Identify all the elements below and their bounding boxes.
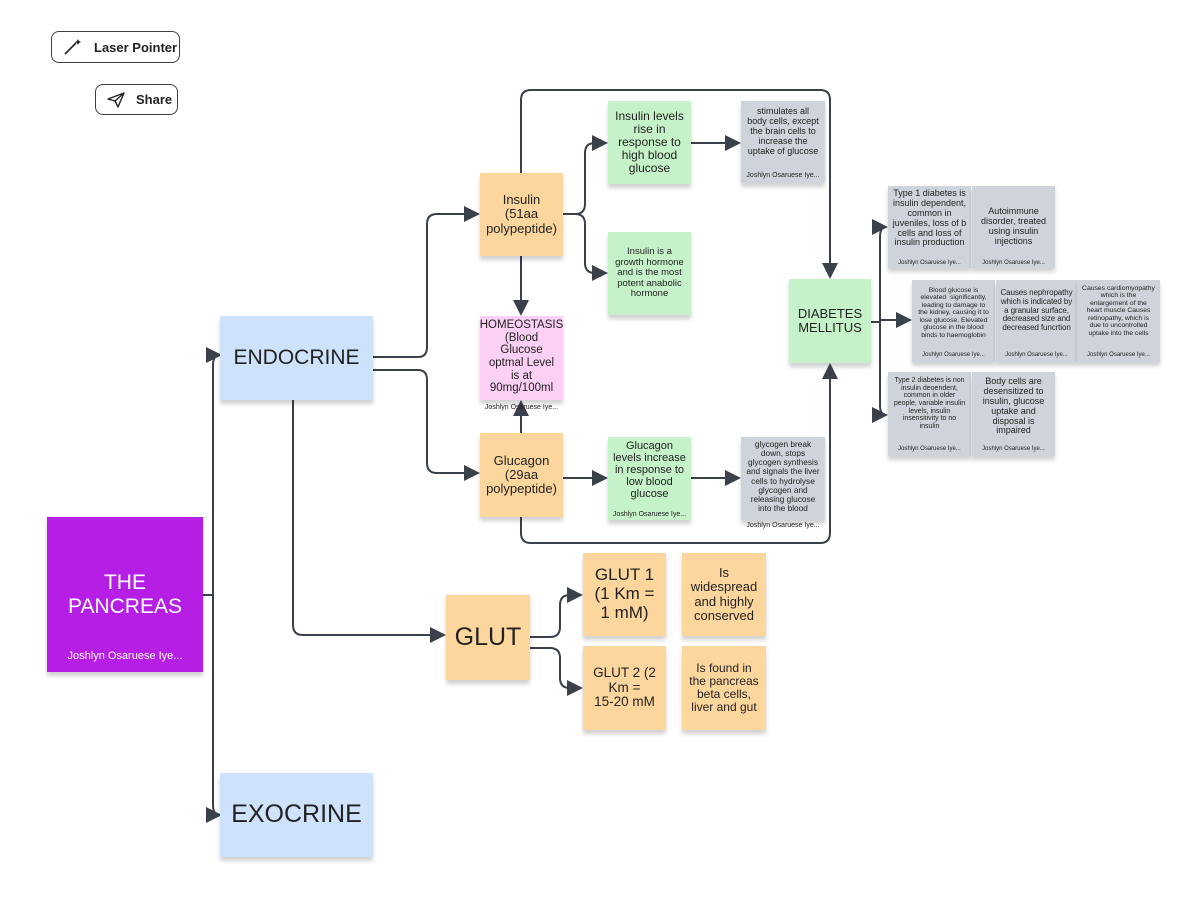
- note-glut[interactable]: GLUT: [446, 595, 530, 680]
- connector: [871, 237, 888, 423]
- note-text: Glucagon levels increase in response to …: [613, 440, 686, 501]
- note-text: Type 1 diabetes is insulin dependent, co…: [892, 188, 967, 248]
- note-pancreas[interactable]: THE PANCREAS Joshlyn Osaruese Iye...: [47, 517, 203, 672]
- note-insulin[interactable]: Insulin (51aa polypeptide): [480, 173, 563, 256]
- note-exocrine[interactable]: EXOCRINE: [220, 773, 373, 857]
- note-author: Joshlyn Osaruese Iye...: [982, 446, 1045, 452]
- note-text: Body cells are desensitized to insulin, …: [982, 376, 1045, 436]
- note-endocrine[interactable]: ENDOCRINE: [220, 316, 373, 400]
- note-blood-glucose[interactable]: Blood glucose is elevated significantly,…: [912, 280, 995, 362]
- note-text: GLUT 2 (2 Km = 15-20 mM: [593, 664, 656, 710]
- laser-pointer-button[interactable]: Laser Pointer: [51, 31, 180, 63]
- note-text: THE PANCREAS: [68, 571, 182, 618]
- send-icon: [107, 91, 125, 108]
- connector: [530, 587, 583, 638]
- connector: [520, 89, 838, 279]
- note-text: ENDOCRINE: [233, 346, 360, 370]
- laser-pointer-icon: [64, 39, 81, 55]
- note-glucagon-increase[interactable]: Glucagon levels increase in response to …: [608, 437, 691, 520]
- note-text: GLUT: [454, 622, 522, 651]
- note-text: DIABETES MELLITUS: [797, 305, 863, 335]
- note-author: Joshlyn Osaruese Iye...: [1005, 352, 1068, 358]
- laser-pointer-label: Laser Pointer: [94, 39, 178, 55]
- note-text: GLUT 1 (1 Km = 1 mM): [594, 565, 655, 622]
- connector: [373, 206, 480, 358]
- note-glucagon[interactable]: Glucagon (29aa polypeptide): [480, 433, 563, 517]
- note-cardiomyopathy[interactable]: Causes cardiomyopathy which is the enlar…: [1077, 280, 1160, 362]
- note-text: Causes nephropathy which is indicated by…: [1000, 288, 1073, 333]
- note-author: Joshlyn Osaruese Iye...: [982, 260, 1045, 266]
- connector: [292, 400, 446, 643]
- note-glut2[interactable]: GLUT 2 (2 Km = 15-20 mM: [583, 646, 666, 730]
- note-text: Glucagon (29aa polypeptide): [486, 452, 557, 497]
- note-text: HOMEOSTASIS (Blood Glucose optmal Level …: [479, 319, 564, 395]
- note-author: Joshlyn Osaruese Iye...: [898, 260, 961, 266]
- note-author: Joshlyn Osaruese Iye...: [746, 172, 820, 179]
- note-glycogen[interactable]: glycogen break down, stops glycogen synt…: [741, 437, 825, 529]
- note-stimulates[interactable]: stimulates all body cells, except the br…: [741, 101, 825, 183]
- connector: [563, 135, 608, 215]
- note-nephropathy[interactable]: Causes nephropathy which is indicated by…: [996, 280, 1077, 362]
- note-widespread[interactable]: Is widespread and highly conserved: [682, 553, 766, 636]
- connector: [373, 369, 480, 481]
- note-body-cells[interactable]: Body cells are desensitized to insulin, …: [972, 372, 1055, 456]
- note-text: Insulin is a growth hormone and is the m…: [615, 246, 684, 300]
- note-author: Joshlyn Osaruese Iye...: [612, 511, 687, 518]
- connector: [871, 227, 886, 323]
- note-text: stimulates all body cells, except the br…: [747, 106, 819, 156]
- note-text: Type 2 diabetes is non insulin deoendent…: [893, 377, 966, 431]
- note-text: Blood glucose is elevated significantly,…: [918, 287, 989, 339]
- connector: [530, 647, 583, 696]
- note-autoimmune[interactable]: Autoimmune disorder, treated using insul…: [972, 186, 1055, 268]
- connector: [205, 365, 222, 823]
- note-glut1[interactable]: GLUT 1 (1 Km = 1 mM): [583, 553, 666, 636]
- note-text: EXOCRINE: [231, 800, 362, 829]
- note-text: Autoimmune disorder, treated using insul…: [980, 206, 1047, 246]
- note-author: Joshlyn Osaruese Iye...: [746, 522, 820, 529]
- connector: [520, 363, 838, 544]
- note-insulin-growth[interactable]: Insulin is a growth hormone and is the m…: [608, 232, 691, 315]
- note-text: glycogen break down, stops glycogen synt…: [746, 439, 820, 513]
- note-author: Joshlyn Osaruese Iye...: [922, 352, 985, 358]
- note-insulin-rise[interactable]: Insulin levels rise in response to high …: [608, 101, 691, 184]
- connector: [203, 355, 220, 596]
- note-homeostasis[interactable]: HOMEOSTASIS (Blood Glucose optmal Level …: [479, 316, 564, 411]
- note-text: Insulin levels rise in response to high …: [615, 108, 684, 176]
- connector: [574, 213, 608, 281]
- note-author: Joshlyn Osaruese Iye...: [484, 404, 559, 411]
- note-text: Causes cardiomyopathy which is the enlar…: [1082, 285, 1155, 337]
- note-type1[interactable]: Type 1 diabetes is insulin dependent, co…: [888, 186, 971, 268]
- note-text: Insulin (51aa polypeptide): [486, 192, 557, 236]
- note-author: Joshlyn Osaruese Iye...: [1087, 352, 1150, 358]
- note-author: Joshlyn Osaruese Iye...: [67, 650, 183, 662]
- note-type2[interactable]: Type 2 diabetes is non insulin deoendent…: [888, 372, 971, 456]
- note-found[interactable]: Is found in the pancreas beta cells, liv…: [682, 646, 766, 730]
- note-text: Is found in the pancreas beta cells, liv…: [689, 660, 759, 715]
- share-label: Share: [136, 92, 173, 107]
- note-text: Is widespread and highly conserved: [690, 564, 758, 623]
- note-author: Joshlyn Osaruese Iye...: [898, 446, 961, 452]
- note-diabetes-mellitus[interactable]: DIABETES MELLITUS: [789, 279, 871, 363]
- share-button[interactable]: Share: [95, 84, 178, 115]
